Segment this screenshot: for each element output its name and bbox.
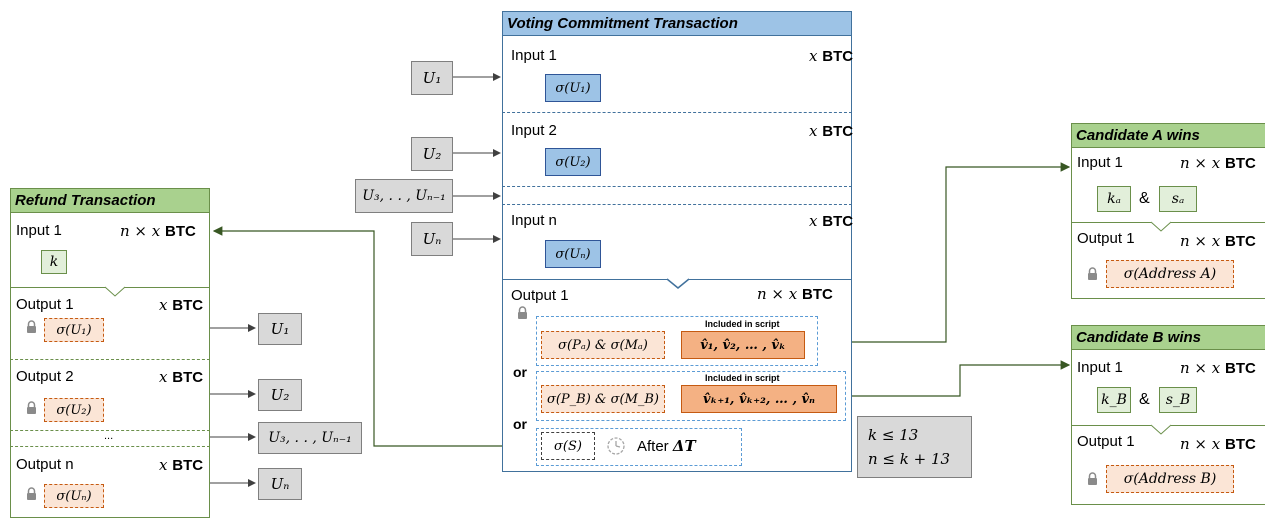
or-label-1: or xyxy=(513,364,527,380)
refund-input-key: k xyxy=(41,250,67,274)
refund-output2-amount: x BTC xyxy=(159,368,204,386)
lock-icon xyxy=(518,306,527,319)
voting-input1-sig: σ(U₁) xyxy=(545,74,601,102)
candidate-b-input-label: Input 1 xyxy=(1077,359,1123,376)
lock-icon xyxy=(27,320,36,333)
candidate-a-divider-left xyxy=(1071,222,1151,223)
lock-icon xyxy=(1088,267,1097,280)
voting-output-label: Output 1 xyxy=(511,287,569,304)
refund-outputn-label: Output n xyxy=(16,456,74,473)
refund-dest-un: Uₙ xyxy=(258,468,302,500)
candidate-b-address: σ(Address B) xyxy=(1106,465,1234,493)
refund-input-divider-right xyxy=(124,287,210,288)
timeout-signature: σ(S) xyxy=(541,432,595,460)
voting-inputn-amount: x BTC xyxy=(809,212,854,230)
candidate-b-divider-left xyxy=(1071,425,1151,426)
refund-output-divider-1 xyxy=(10,359,210,360)
voting-inputn-sig: σ(Uₙ) xyxy=(545,240,601,268)
voting-divider-3 xyxy=(502,204,852,205)
candidate-a-notch xyxy=(1150,221,1172,232)
voting-input2-label: Input 2 xyxy=(511,122,557,139)
branch-a-votes: v̂₁, v̂₂, … , v̂ₖ xyxy=(681,331,805,359)
branch-a-signatures: σ(Pₐ) & σ(Mₐ) xyxy=(541,331,665,359)
candidate-b-title: Candidate B wins xyxy=(1072,326,1265,350)
voting-source-un: Uₙ xyxy=(411,222,453,256)
candidate-a-output-label: Output 1 xyxy=(1077,230,1135,247)
constraint-n: n ≤ k + 13 xyxy=(868,450,951,468)
branch-a-container xyxy=(536,316,818,366)
voting-source-u3-un1: U₃, . . , Uₙ₋₁ xyxy=(355,179,453,213)
candidate-b-output-label: Output 1 xyxy=(1077,433,1135,450)
voting-source-u1: U₁ xyxy=(411,61,453,95)
voting-inputn-label: Input n xyxy=(511,212,557,229)
refund-input-divider-left xyxy=(10,287,106,288)
candidate-a-output-amount: n × x BTC xyxy=(1180,232,1256,250)
arrow-branch-a-to-candidate-a xyxy=(818,162,1071,343)
refund-dest-u3-un1: U₃, . . , Uₙ₋₁ xyxy=(258,422,362,454)
candidate-a-title: Candidate A wins xyxy=(1072,124,1265,148)
lock-icon xyxy=(27,487,36,500)
refund-input-label: Input 1 xyxy=(16,222,62,239)
branch-b-container xyxy=(536,371,846,421)
candidate-b-amp: & xyxy=(1139,391,1150,408)
candidate-b-output-amount: n × x BTC xyxy=(1180,435,1256,453)
clock-icon xyxy=(607,437,625,455)
voting-commitment-title: Voting Commitment Transaction xyxy=(503,12,851,36)
voting-output-amount: n × x BTC xyxy=(757,285,833,303)
voting-input2-sig: σ(U₂) xyxy=(545,148,601,176)
lock-icon xyxy=(1088,472,1097,485)
refund-ellipsis: ... xyxy=(104,430,114,442)
candidate-a-secret: sₐ xyxy=(1159,186,1197,212)
refund-output-divider-2 xyxy=(10,430,210,431)
candidate-a-address: σ(Address A) xyxy=(1106,260,1234,288)
voting-output-divider-left xyxy=(502,279,668,280)
refund-output1-label: Output 1 xyxy=(16,296,74,313)
constraints-box: k ≤ 13 n ≤ k + 13 xyxy=(857,416,972,478)
branch-b-votes: v̂ₖ₊₁, v̂ₖ₊₂, … , v̂ₙ xyxy=(681,385,837,413)
lock-icon xyxy=(27,401,36,414)
timeout-container xyxy=(536,428,742,466)
candidate-b-notch xyxy=(1150,424,1172,435)
or-label-2: or xyxy=(513,416,527,432)
candidate-b-input-amount: n × x BTC xyxy=(1180,359,1256,377)
voting-source-u2: U₂ xyxy=(411,137,453,171)
refund-output1-script: σ(U₁) xyxy=(44,318,104,342)
branch-b-signatures: σ(P_B) & σ(M_B) xyxy=(541,385,665,413)
refund-dest-u2: U₂ xyxy=(258,379,302,411)
voting-divider-2 xyxy=(502,186,852,187)
voting-output-divider-right xyxy=(688,279,852,280)
refund-output2-script: σ(U₂) xyxy=(44,398,104,422)
candidate-a-divider-right xyxy=(1171,222,1265,223)
candidate-a-input-amount: n × x BTC xyxy=(1180,154,1256,172)
refund-transaction-panel: Refund Transaction xyxy=(10,188,210,518)
refund-output-divider-3 xyxy=(10,446,210,447)
refund-input-amount: n × x BTC xyxy=(120,222,196,240)
voting-input1-label: Input 1 xyxy=(511,47,557,64)
voting-input1-amount: x BTC xyxy=(809,47,854,65)
refund-outputn-amount: x BTC xyxy=(159,456,204,474)
refund-dest-u1: U₁ xyxy=(258,313,302,345)
voting-divider-1 xyxy=(502,112,852,113)
refund-outputn-script: σ(Uₙ) xyxy=(44,484,104,508)
refund-divider-notch xyxy=(104,286,126,297)
constraint-k: k ≤ 13 xyxy=(868,426,919,444)
branch-a-included-label: Included in script xyxy=(705,319,780,329)
candidate-b-secret: s_B xyxy=(1159,387,1197,413)
candidate-b-key: k_B xyxy=(1097,387,1131,413)
after-delta-t-label: After ΔT xyxy=(637,437,696,455)
branch-b-included-label: Included in script xyxy=(705,373,780,383)
arrow-timeout-to-refund xyxy=(212,226,535,447)
refund-output1-amount: x BTC xyxy=(159,296,204,314)
candidate-a-amp: & xyxy=(1139,190,1150,207)
voting-input2-amount: x BTC xyxy=(809,122,854,140)
refund-output2-label: Output 2 xyxy=(16,368,74,385)
voting-divider-notch xyxy=(666,278,690,289)
refund-transaction-title: Refund Transaction xyxy=(11,189,209,213)
candidate-a-key: kₐ xyxy=(1097,186,1131,212)
candidate-b-divider-right xyxy=(1171,425,1265,426)
candidate-a-input-label: Input 1 xyxy=(1077,154,1123,171)
arrow-branch-b-to-candidate-b xyxy=(846,360,1071,397)
